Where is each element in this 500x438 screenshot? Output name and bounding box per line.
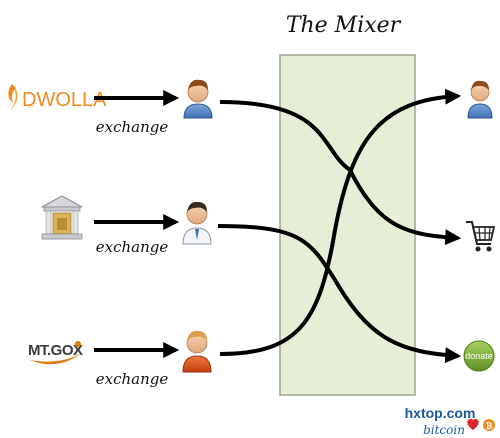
person-blue-icon [467, 80, 493, 119]
mix-path-2 [217, 224, 462, 364]
heart-icon [467, 418, 479, 430]
donate-label: donate [465, 351, 493, 361]
person-white-shirt-icon [182, 201, 212, 245]
person-orange-icon [182, 330, 212, 373]
dwolla-logo-icon [8, 84, 18, 110]
dwolla-wordmark: DWOLLA [22, 89, 107, 111]
shopping-cart-icon [466, 221, 496, 252]
watermark: hxtop.com bitcoin ₿ [405, 405, 495, 437]
bitcoin-coin-icon [483, 419, 495, 431]
destination-person [467, 80, 493, 119]
mix-path-3 [219, 88, 462, 356]
mixing-paths [217, 88, 462, 364]
watermark-tagline: bitcoin [423, 423, 465, 437]
exchange-label-3: exchange [96, 370, 169, 388]
user-white-shirt [182, 201, 212, 245]
user-orange [182, 330, 212, 373]
exchange-arrows [94, 90, 180, 358]
exchange-label-1: exchange [96, 118, 169, 136]
watermark-site: hxtop.com [405, 405, 476, 421]
dwolla-logo: DWOLLA [8, 84, 107, 111]
mixer-title: The Mixer [286, 13, 402, 38]
bitcoin-symbol: ₿ [486, 422, 493, 431]
donate-badge-icon [463, 340, 495, 372]
mtgox-logo: MT.GOX [28, 341, 83, 365]
mtgox-dot-icon [75, 341, 81, 347]
bank-building-icon [41, 195, 83, 240]
person-blue-icon [183, 79, 213, 119]
mtgox-swoosh-icon [30, 352, 82, 365]
destination-donate: donate [463, 340, 495, 372]
mixer-box [279, 54, 416, 396]
mtgox-wordmark: MT.GOX [28, 342, 83, 359]
exchange-label-2: exchange [96, 238, 169, 256]
user-blue [183, 79, 213, 119]
destination-cart [466, 221, 496, 252]
